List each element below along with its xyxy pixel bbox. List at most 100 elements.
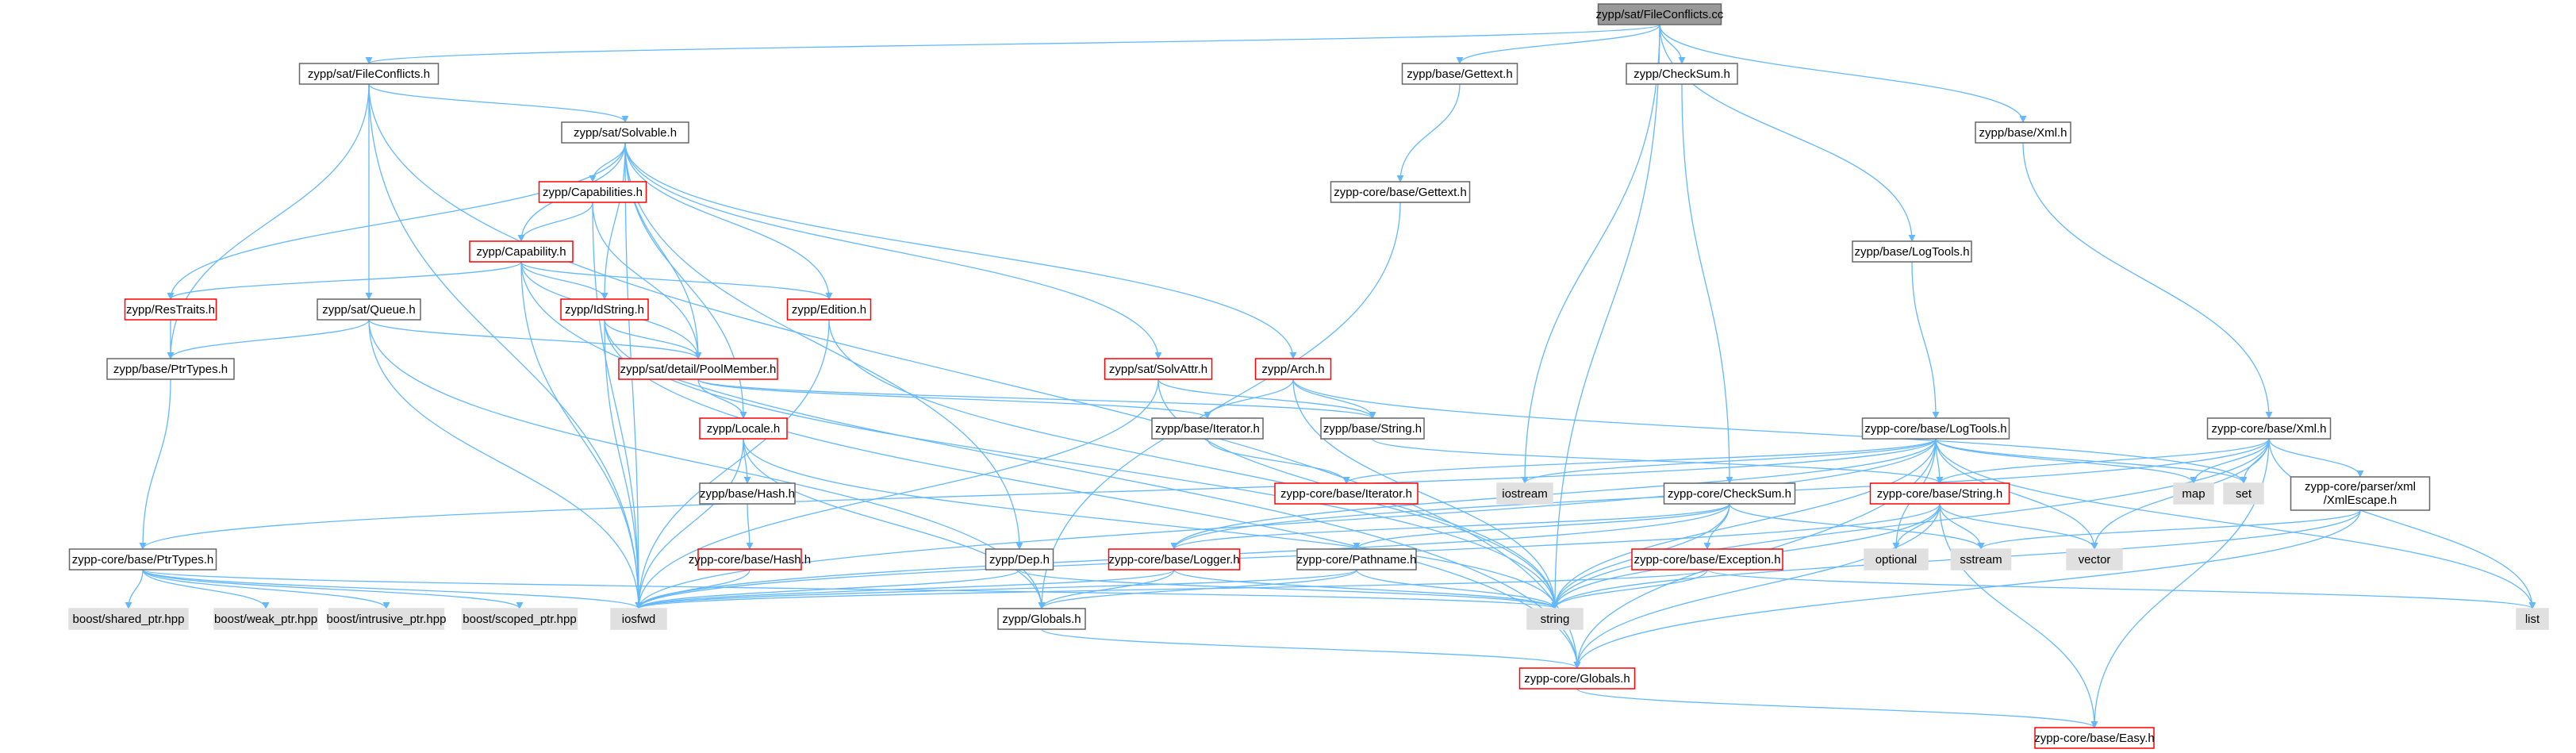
node-label: zypp/base/Hash.h [700, 487, 795, 501]
node-label: zypp/sat/Solvable.h [574, 126, 677, 140]
node-label: zypp-core/base/PtrTypes.h [72, 553, 213, 567]
node-n2[interactable]: zypp/base/Gettext.h [1401, 63, 1518, 85]
edge-arrow [743, 438, 1559, 609]
edge-arrow [1041, 628, 1581, 669]
node-box [1274, 482, 1419, 505]
node-label: vector [2079, 553, 2111, 567]
node-label: zypp-core/parser/xml/XmlEscape.h [2305, 480, 2416, 507]
node-n7[interactable]: zypp/Capabilities.h [538, 181, 647, 203]
node-label: zypp-core/base/Iterator.h [1280, 487, 1412, 501]
node-label: zypp/base/String.h [1323, 422, 1422, 436]
edge-arrow [635, 438, 744, 609]
node-n12[interactable]: zypp/IdString.h [560, 298, 649, 321]
node-n18[interactable]: zypp/Locale.h [699, 417, 788, 440]
edge-arrow [1456, 24, 1660, 64]
edge-arrow [589, 142, 626, 182]
node-box [1626, 63, 1738, 85]
node-n23[interactable]: zypp-core/base/Iterator.h [1274, 482, 1419, 505]
node-box [1320, 417, 1425, 440]
node-n8[interactable]: zypp/Capability.h [469, 240, 574, 263]
node-n15[interactable]: zypp/sat/detail/PoolMember.h [618, 358, 778, 380]
node-box [1254, 358, 1332, 380]
node-box [618, 358, 778, 380]
node-box [2034, 727, 2155, 749]
node-n11[interactable]: zypp/sat/Queue.h [317, 298, 421, 321]
edge-arrow [520, 261, 833, 300]
node-n22[interactable]: zypp-core/base/Xml.h [2206, 417, 2332, 440]
node-box [699, 482, 796, 505]
node-label: zypp/ResTraits.h [126, 303, 215, 317]
node-n20[interactable]: zypp/base/String.h [1320, 417, 1425, 440]
node-n13[interactable]: zypp/Edition.h [786, 298, 872, 321]
node-n9[interactable]: zypp/base/LogTools.h [1852, 240, 1972, 263]
edge-arrow [1573, 503, 1941, 669]
node-n28[interactable]: zypp-core/CheckSum.h [1663, 482, 1796, 505]
node-n37: optional [1864, 548, 1929, 571]
node-n32[interactable]: zypp-core/base/Hash.h [689, 548, 811, 571]
edge-arrow [520, 261, 1581, 669]
edge-arrow [1551, 569, 1708, 609]
node-n5[interactable]: zypp/sat/Solvable.h [561, 121, 689, 144]
node-label: zypp-core/base/LogTools.h [1864, 422, 2006, 436]
node-n46[interactable]: zypp/Globals.h [997, 608, 1086, 630]
node-n4[interactable]: zypp/base/Xml.h [1975, 121, 2071, 144]
node-label: set [2236, 487, 2252, 501]
node-box [2206, 417, 2332, 440]
node-label: zypp-core/Globals.h [1524, 672, 1630, 686]
edge-arrow [1935, 438, 2098, 550]
edge-arrow [1935, 438, 2536, 609]
node-n36[interactable]: zypp-core/base/Exception.h [1631, 548, 1783, 571]
edge-arrow [2268, 438, 2536, 609]
node-n31[interactable]: zypp-core/base/PtrTypes.h [68, 548, 217, 571]
node-n19[interactable]: zypp/base/Iterator.h [1151, 417, 1264, 440]
node-n27[interactable]: zypp/base/Hash.h [699, 482, 796, 505]
node-n21[interactable]: zypp-core/base/LogTools.h [1861, 417, 2010, 440]
node-box [1975, 121, 2071, 144]
node-n3[interactable]: zypp/CheckSum.h [1626, 63, 1738, 85]
node-n16[interactable]: zypp/sat/SolvAttr.h [1104, 358, 1213, 380]
node-label: zypp/sat/Queue.h [322, 303, 416, 317]
node-n33[interactable]: zypp/Dep.h [985, 548, 1054, 571]
node-n17[interactable]: zypp/Arch.h [1254, 358, 1332, 380]
edge-arrow [142, 569, 390, 609]
edge-arrow [1659, 24, 2027, 123]
node-n49[interactable]: zypp-core/base/Easy.h [2034, 727, 2155, 749]
edge-arrow [1551, 24, 1660, 609]
node-label: boost/weak_ptr.hpp [214, 613, 317, 626]
node-n6[interactable]: zypp-core/base/Gettext.h [1330, 181, 1471, 203]
node-box [1526, 608, 1584, 630]
node-n30[interactable]: zypp-core/parser/xml/XmlEscape.h [2290, 476, 2431, 511]
edge-arrow [635, 503, 1941, 609]
node-box [1597, 3, 1722, 25]
node-box [1869, 482, 2010, 505]
edge-arrow [125, 569, 144, 609]
node-n48[interactable]: zypp-core/Globals.h [1518, 667, 1636, 690]
node-n42: boost/weak_ptr.hpp [213, 608, 318, 630]
edge-arrow [1681, 83, 1733, 484]
edge-arrow [1292, 378, 1376, 419]
node-box [2516, 608, 2549, 630]
node-n35[interactable]: zypp-core/Pathname.h [1296, 548, 1417, 571]
node-n24: iostream [1496, 482, 1553, 505]
node-box [461, 608, 578, 630]
node-label: zypp/Locale.h [707, 422, 781, 436]
edge-arrow [1659, 24, 1916, 242]
node-box [1151, 417, 1264, 440]
node-label: zypp/sat/SolvAttr.h [1109, 363, 1207, 376]
node-box [298, 63, 440, 85]
node-box [317, 298, 421, 321]
node-label: string [1541, 613, 1570, 626]
edge-arrow [1521, 24, 1660, 484]
node-n0[interactable]: zypp/sat/FileConflicts.cc [1596, 3, 1724, 25]
edge-arrow [1292, 378, 1559, 609]
node-n10[interactable]: zypp/ResTraits.h [124, 298, 217, 321]
node-n34[interactable]: zypp-core/base/Logger.h [1108, 548, 1241, 571]
edge-arrow [635, 569, 1357, 609]
node-box [1518, 667, 1636, 690]
node-box [1663, 482, 1796, 505]
edge-arrow [624, 142, 833, 300]
node-label: zypp/Capability.h [476, 245, 566, 259]
node-n14[interactable]: zypp/base/PtrTypes.h [106, 358, 235, 380]
node-n1[interactable]: zypp/sat/FileConflicts.h [298, 63, 440, 85]
node-n29[interactable]: zypp-core/base/String.h [1869, 482, 2010, 505]
